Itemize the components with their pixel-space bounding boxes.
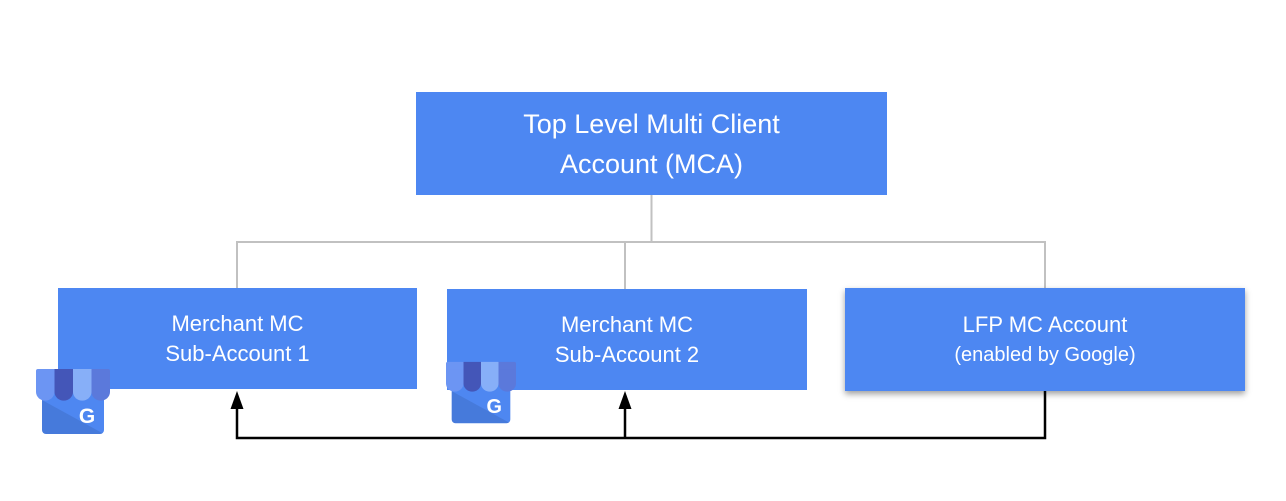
node-label-line1: Merchant MC [171,310,304,336]
storefront-body [451,380,511,424]
awning-scallops [446,366,516,392]
node-label-line1: Top Level Multi Client [523,108,780,139]
node-label-line2: Sub-Account 2 [554,341,700,367]
google-g-letter: G [487,396,502,418]
google-g-letter: G [79,405,95,428]
awning-top-bar [446,361,516,370]
gray-tree-connector [236,195,1046,290]
arrowhead-up-icon [230,391,244,409]
node-top-level-mca: Top Level Multi Client Account (MCA) [416,92,887,195]
gray-line-branch [236,241,1046,289]
storefront-fold [42,400,104,434]
node-merchant-sub-account-2: Merchant MC Sub-Account 2 [447,289,807,390]
node-label-line1: Merchant MC [560,311,694,337]
storefront-body [42,389,104,434]
node-label-line2: (enabled by Google) [954,343,1136,366]
black-arrow-line [235,391,1047,440]
node-lfp-mc-account: LFP MC Account (enabled by Google) [845,288,1245,391]
node-merchant-sub-account-1: Merchant MC Sub-Account 1 [58,288,417,389]
google-business-icon: G [36,369,110,434]
node-label-line2: Account (MCA) [559,148,744,179]
node-label-line1: LFP MC Account [962,311,1128,337]
awning-scallops [36,374,110,401]
arrowhead-up-icon [618,391,632,409]
google-business-icon: G [446,361,516,424]
black-feed-arrows [230,391,1047,440]
awning-top-bar [36,369,110,377]
node-label-line2: Sub-Account 1 [165,340,310,366]
